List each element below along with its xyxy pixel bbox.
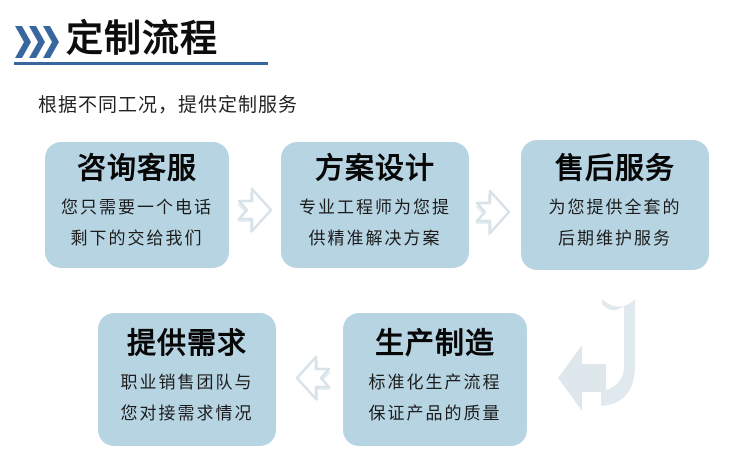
step-title: 生产制造	[374, 328, 495, 360]
step-desc-line: 剩下的交给我们	[70, 229, 204, 248]
step-desc-line: 保证产品的质量	[368, 404, 502, 423]
step-title: 咨询客服	[76, 153, 197, 185]
step-desc-line: 您对接需求情况	[120, 404, 254, 423]
arrow-bent-down-left-icon	[558, 299, 635, 411]
step-desc-line: 专业工程师为您提	[299, 198, 451, 217]
step-desc-line: 供精准解决方案	[308, 229, 442, 248]
step-box-after-sales: 售后服务 为您提供全套的 后期维护服务	[521, 140, 709, 270]
step-box-manufacturing: 生产制造 标准化生产流程 保证产品的质量	[343, 313, 527, 446]
step-desc: 职业销售团队与 您对接需求情况	[121, 367, 254, 429]
subtitle: 根据不同工况，提供定制服务	[38, 95, 299, 116]
step-box-solution-design: 方案设计 专业工程师为您提 供精准解决方案	[281, 142, 469, 268]
step-desc: 为您提供全套的 后期维护服务	[549, 192, 682, 254]
title-underline	[14, 62, 268, 65]
step-title: 方案设计	[314, 153, 435, 185]
step-desc-line: 职业销售团队与	[120, 373, 254, 392]
arrow-left-icon	[295, 355, 331, 402]
step-desc-line: 为您提供全套的	[548, 198, 682, 217]
step-desc: 标准化生产流程 保证产品的质量	[369, 367, 502, 429]
step-box-provide-requirements: 提供需求 职业销售团队与 您对接需求情况	[98, 313, 276, 446]
page-title: 定制流程	[66, 18, 218, 59]
triple-chevron-icon	[15, 26, 59, 58]
step-desc-line: 标准化生产流程	[368, 373, 502, 392]
arrow-right-icon	[475, 189, 511, 236]
step-desc-line: 后期维护服务	[558, 229, 672, 248]
step-desc: 专业工程师为您提 供精准解决方案	[299, 192, 451, 254]
step-desc: 您只需要一个电话 剩下的交给我们	[61, 192, 213, 254]
step-title: 提供需求	[126, 328, 247, 360]
step-box-consult-service: 咨询客服 您只需要一个电话 剩下的交给我们	[45, 142, 229, 268]
step-desc-line: 您只需要一个电话	[61, 198, 213, 217]
arrow-right-icon	[237, 187, 273, 234]
step-title: 售后服务	[554, 153, 675, 185]
